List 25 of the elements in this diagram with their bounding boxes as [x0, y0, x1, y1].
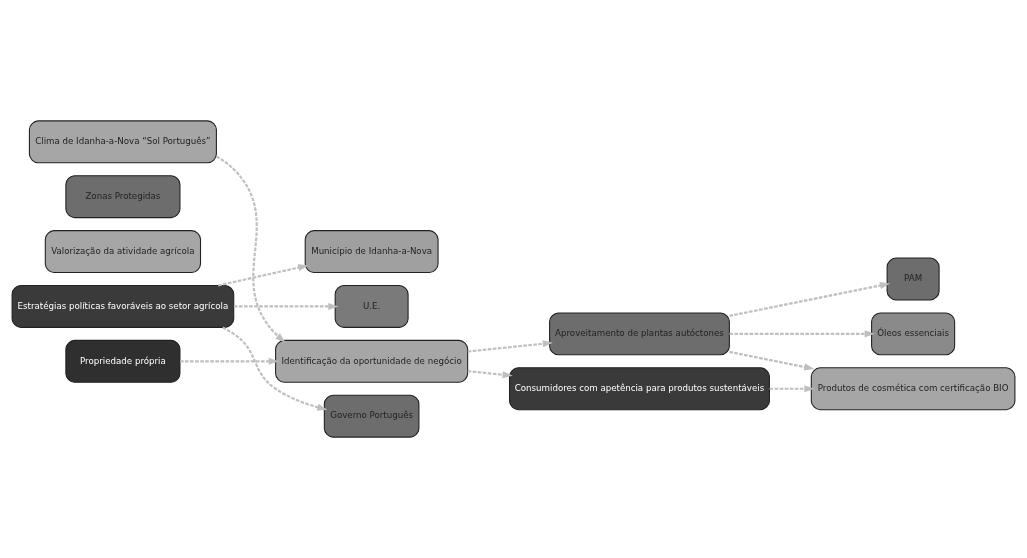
node-box: PAM: [886, 257, 940, 301]
arrow: [769, 385, 815, 393]
arrow: [222, 326, 328, 411]
node-box: Município de Idanha-a-Nova: [304, 230, 439, 274]
node-box: Aproveitamento de plantas autóctones: [549, 312, 730, 356]
arrow: [467, 370, 513, 379]
node-box: Governo Português: [323, 394, 420, 438]
arrow: [729, 350, 815, 371]
node-box: Produtos de cosmética com certificação BIO: [810, 367, 1016, 411]
node-box: Identificação da oportunidade de negócio: [275, 339, 469, 383]
arrow: [467, 340, 553, 353]
node-box: Óleos essenciais: [871, 312, 956, 356]
node-box: Estratégias políticas favoráveis ao setor agrícola: [11, 284, 235, 328]
node-box: U.E.: [334, 284, 409, 328]
node-box: Propriedade própria: [65, 339, 181, 383]
arrow: [729, 282, 891, 317]
node-box: Valorização da atividade agrícola: [44, 230, 202, 274]
node-box: Consumidores com apetência para produtos sustentáveis: [509, 367, 770, 411]
arrow: [215, 155, 286, 343]
arrow: [233, 302, 339, 310]
arrow: [729, 330, 875, 338]
arrow: [180, 357, 279, 365]
node-box: Zonas Protegidas: [65, 175, 181, 219]
node-box: Clima de Idanha-a-Nova “Sol Português”: [28, 120, 217, 164]
arrow: [217, 264, 309, 287]
